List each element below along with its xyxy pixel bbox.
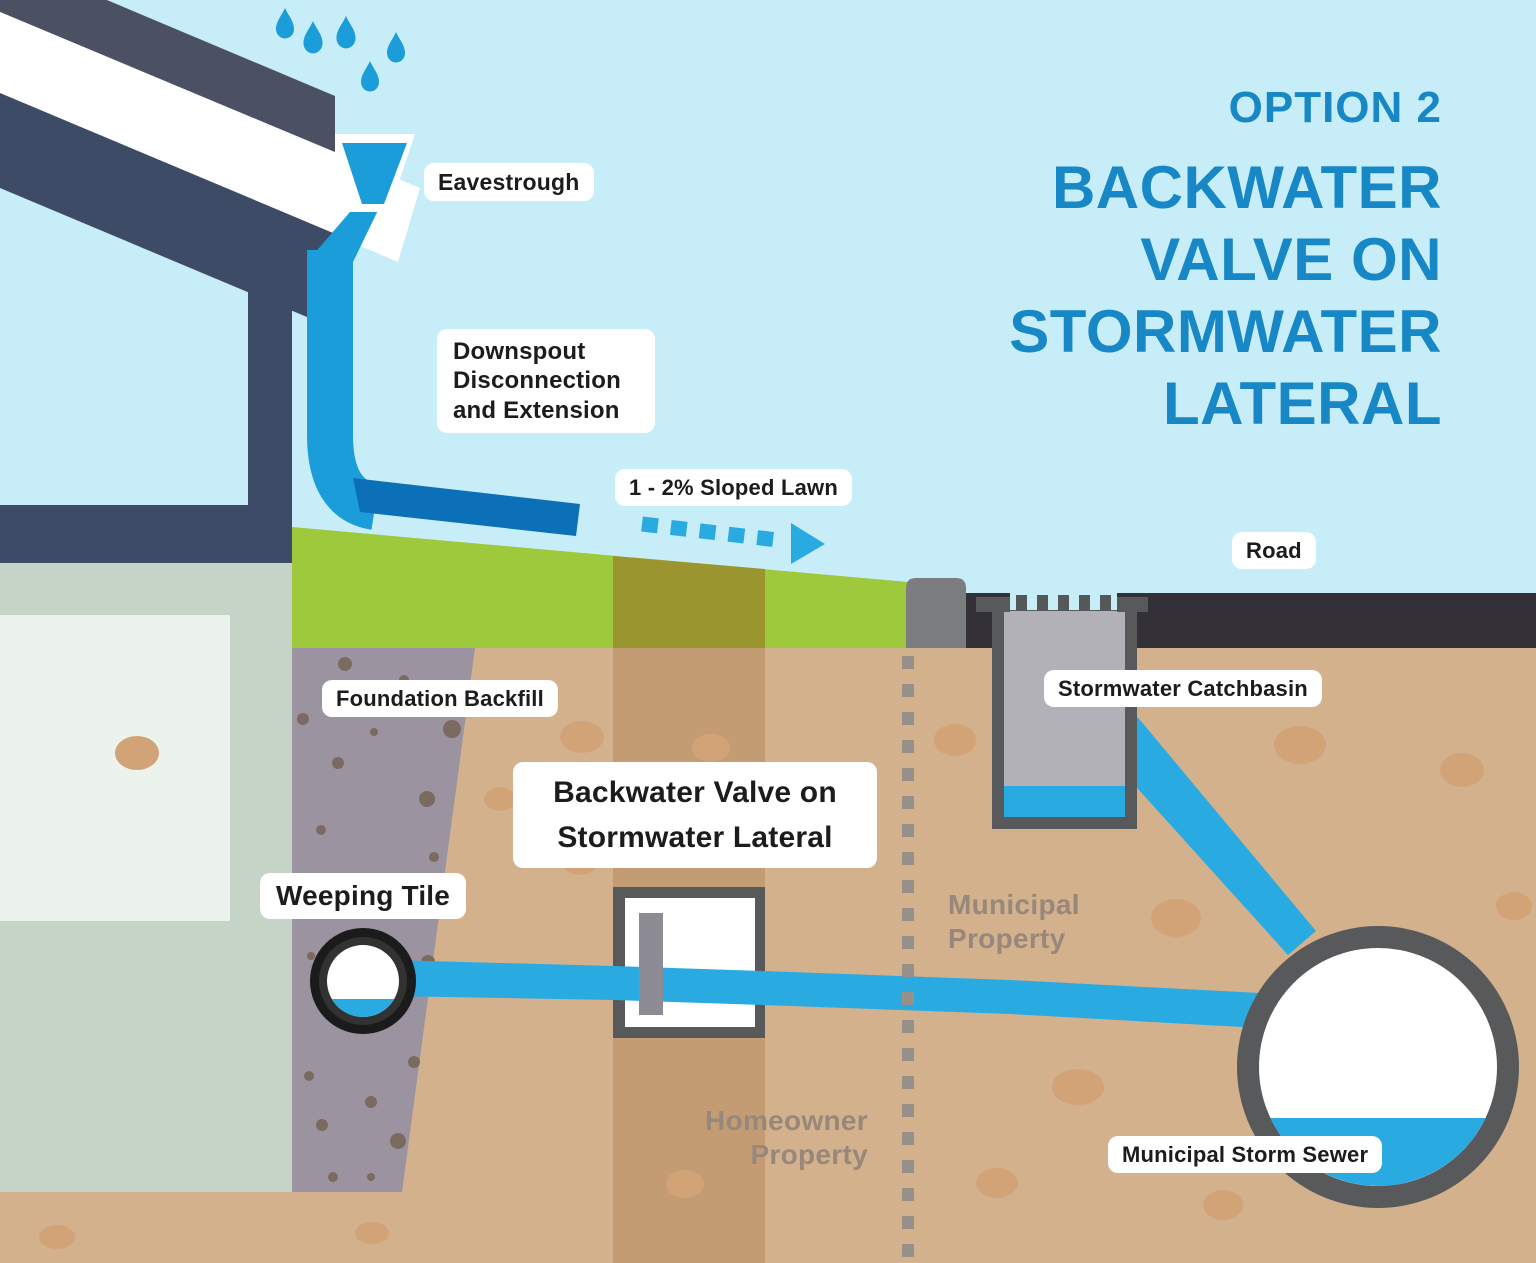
foundation-backfill: [292, 648, 475, 1192]
downspout-neck: [307, 198, 384, 262]
title-line-4: LATERAL: [1162, 370, 1442, 437]
raindrops-icon: [276, 8, 405, 92]
weeping-tile-water: [331, 999, 395, 1018]
municipal-property-label: Municipal Property: [948, 889, 1080, 955]
foundation-backfill-label: Foundation Backfill: [322, 680, 558, 718]
grate-teeth: [1016, 595, 1111, 611]
window-frame-bottom: [0, 505, 292, 563]
municipal-storm-sewer-label: Municipal Storm Sewer: [1108, 1136, 1383, 1174]
weeping-tile-label: Weeping Tile: [260, 873, 467, 920]
stormwater-catchbasin: [976, 593, 1148, 829]
backfill-stones: [297, 657, 461, 1182]
valve-flap: [639, 913, 663, 1015]
grate-flange-right: [1117, 597, 1148, 612]
catchbasin-interior: [1004, 611, 1125, 817]
eavestrough-label: Eavestrough: [424, 163, 594, 202]
road-label: Road: [1232, 532, 1316, 570]
title-kicker: OPTION 2: [1228, 83, 1442, 132]
backfill-column: [292, 648, 475, 1192]
title-line-2: VALVE ON: [1140, 226, 1442, 293]
eavestrough-funnel: [342, 143, 407, 204]
catchbasin-water: [1004, 786, 1125, 817]
backwater-valve-label: Backwater Valve on Stormwater Lateral: [513, 762, 877, 868]
diagram-title: OPTION 2 BACKWATER VALVE ON STORMWATER L…: [1009, 86, 1442, 440]
stormwater-lateral-pipe: [390, 960, 1260, 1028]
grate-flange-left: [976, 597, 1010, 612]
roof-fascia: [0, 12, 420, 262]
flow-arrow-icon: [641, 516, 825, 564]
curb: [906, 578, 966, 648]
title-line-1: BACKWATER: [1051, 154, 1442, 221]
downspout-extension: [353, 478, 580, 536]
catchbasin-pipe: [1110, 717, 1316, 955]
downspout-label: Downspout Disconnection and Extension: [437, 329, 655, 433]
stormwater-catchbasin-label: Stormwater Catchbasin: [1044, 670, 1322, 708]
roof-top-band: [0, 0, 335, 152]
homeowner-property-label: Homeowner Property: [705, 1105, 868, 1171]
weeping-tile: [310, 928, 416, 1034]
soil-blobs: [39, 721, 1532, 1249]
basement-wall-panel: [0, 615, 230, 921]
house-wall: [0, 262, 292, 1192]
title-line-3: STORMWATER: [1009, 298, 1442, 365]
backwater-valve: [613, 887, 765, 1038]
trench-lawn-shading: [613, 556, 765, 648]
downspout-assembly: [307, 134, 580, 536]
sloped-lawn-label: 1 - 2% Sloped Lawn: [615, 469, 852, 507]
